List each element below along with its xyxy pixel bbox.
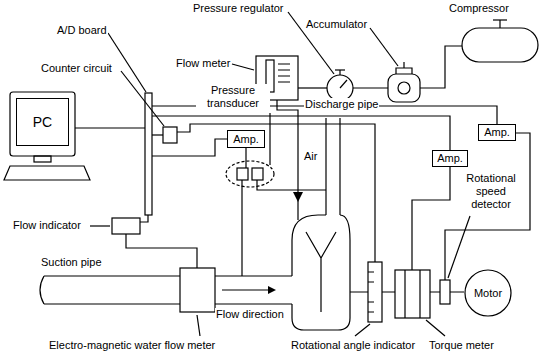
pc-screen: PC xyxy=(16,98,69,146)
signal-wire xyxy=(152,116,450,150)
signal-wire xyxy=(412,167,450,270)
amplifier-box: Amp. xyxy=(227,130,265,148)
amplifier-box: Amp. xyxy=(478,124,516,141)
signal-wire xyxy=(152,134,163,135)
leader-line xyxy=(108,33,146,92)
leader-line xyxy=(232,64,254,70)
signal-wire xyxy=(177,124,375,262)
suction-pipe xyxy=(215,303,292,304)
transducer-group xyxy=(226,161,274,187)
counter-circuit-box xyxy=(163,127,177,143)
leader-line xyxy=(370,28,398,66)
monitor-frame xyxy=(10,92,75,156)
arrow-head xyxy=(268,286,276,294)
gauge-needle xyxy=(340,80,347,88)
leader-line xyxy=(269,113,270,165)
pressure-tap xyxy=(241,180,242,276)
part-label: Air xyxy=(303,150,318,163)
ad-board xyxy=(145,93,152,215)
part-label: A/D board xyxy=(56,24,108,37)
node-text: Amp. xyxy=(437,152,463,165)
suction-pipe xyxy=(215,275,292,276)
part-label: Rotational speed detector xyxy=(458,172,524,211)
air-pipe xyxy=(353,87,388,88)
torque-meter-body xyxy=(395,270,430,318)
arrow-head xyxy=(293,192,303,202)
part-label: Pressure transducer xyxy=(196,84,270,110)
flow-arrow xyxy=(222,289,268,290)
pressure-tap xyxy=(257,180,326,190)
pump-casing xyxy=(292,215,350,330)
pump-shaft xyxy=(350,291,464,292)
node-text: PC xyxy=(33,116,52,129)
signal-wire xyxy=(152,139,227,156)
angle-ticks xyxy=(368,272,374,312)
discharge-pipe xyxy=(339,118,340,215)
part-label: Flow direction xyxy=(215,308,285,321)
regulator-knob xyxy=(335,69,345,70)
motor-circle-line xyxy=(465,270,511,316)
part-label: Discharge pipe xyxy=(304,98,379,111)
accumulator-body xyxy=(388,74,420,102)
pump-impeller xyxy=(306,232,336,312)
keyboard xyxy=(4,166,90,180)
signal-wire xyxy=(245,148,246,168)
node-text: Motor xyxy=(474,287,502,300)
part-label: Flow meter xyxy=(175,57,231,70)
air-pipe xyxy=(298,87,327,88)
signal-wire xyxy=(140,215,148,222)
motor-circle: Motor xyxy=(464,269,512,317)
flow-indicator-box xyxy=(112,218,140,234)
rotational-angle-indicator xyxy=(368,262,382,322)
torque-meter-lines xyxy=(405,270,420,318)
node-text: Amp. xyxy=(233,133,259,146)
part-label: Counter circuit xyxy=(40,62,113,75)
part-label: Accumulator xyxy=(305,18,368,31)
monitor-stand xyxy=(34,156,51,162)
speed-detector xyxy=(440,280,450,304)
part-label: Torque meter xyxy=(428,339,495,352)
compressor-stem xyxy=(499,20,500,28)
accumulator-valve xyxy=(396,68,412,74)
part-label: Electro-magnetic water flow meter xyxy=(48,339,216,352)
part-label: Pressure regulator xyxy=(192,2,285,15)
apparatus-lines xyxy=(4,12,538,336)
leader-line xyxy=(197,315,200,336)
regulator-stem xyxy=(339,70,340,75)
signal-wire xyxy=(126,234,197,268)
compressor-cap xyxy=(493,19,507,20)
part-label: Rotational angle indicator xyxy=(290,339,416,352)
leader-line xyxy=(355,324,370,336)
pressure-transducer xyxy=(237,168,248,180)
part-label: Flow indicator xyxy=(12,219,82,232)
flow-meter-scale xyxy=(278,64,290,82)
accumulator-port xyxy=(398,82,410,94)
amplifier-box: Amp. xyxy=(432,150,468,167)
node-text: Amp. xyxy=(484,126,510,139)
pressure-transducer xyxy=(252,168,263,180)
air-line xyxy=(277,100,298,220)
air-pipe xyxy=(420,46,462,88)
part-label: Suction pipe xyxy=(40,256,103,269)
part-label: Compressor xyxy=(448,2,510,15)
compressor-tank xyxy=(462,28,538,62)
leader-line xyxy=(90,225,110,226)
discharge-pipe xyxy=(325,118,326,215)
accumulator-stem xyxy=(403,62,404,68)
pipe-inlet xyxy=(40,276,44,304)
leader-line xyxy=(121,71,164,126)
signal-wire xyxy=(75,127,145,128)
suction-pipe xyxy=(44,303,180,304)
em-flow-meter xyxy=(180,268,215,312)
leader-line xyxy=(426,320,445,336)
suction-pipe xyxy=(44,275,180,276)
leader-line xyxy=(448,216,470,278)
